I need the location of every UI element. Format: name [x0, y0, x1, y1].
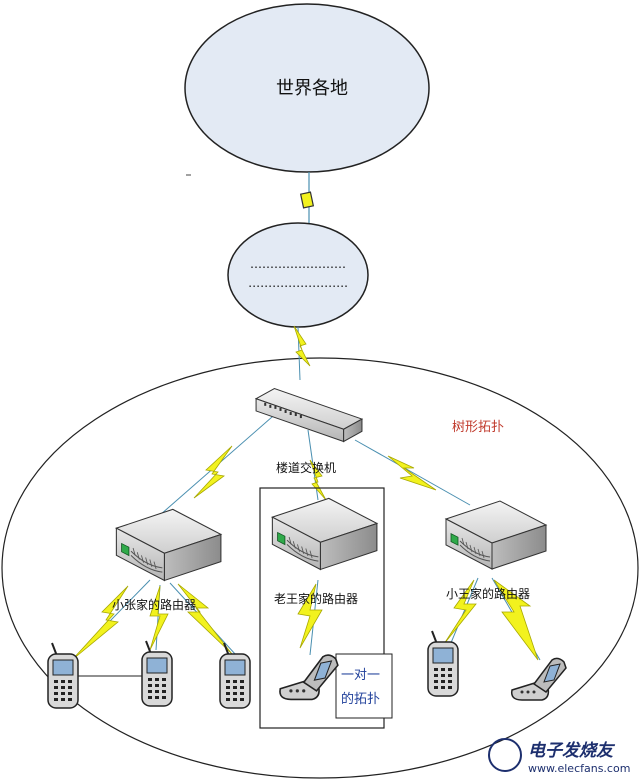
building-switch-label: 楼道交换机 [276, 461, 337, 475]
router-b-label: 老王家的路由器 [274, 592, 359, 606]
phone-icon [141, 640, 173, 707]
flip-phone-icon [510, 657, 567, 701]
phone-icon [47, 642, 79, 709]
watermark-url: www.elecfans.com [528, 762, 631, 775]
isp-line1: …………………… [250, 257, 346, 271]
router-icon [271, 497, 378, 570]
isp-node [227, 222, 369, 328]
world-label: 世界各地 [276, 78, 348, 99]
wireless-bolt [493, 579, 539, 661]
wireless-bolt [193, 445, 233, 499]
tree-topology-boundary [1, 357, 639, 779]
router-icon [115, 508, 222, 581]
watermark-brand: 电子发烧友 [528, 741, 613, 761]
wireless-bolt [387, 455, 437, 491]
router-a-label: 小张家的路由器 [112, 598, 197, 612]
one-to-one-label-line1: 一对一 [341, 668, 381, 683]
one-to-one-label-box [335, 653, 393, 719]
wireless-bolt [293, 325, 311, 367]
link-connector [299, 191, 315, 209]
switch-icon [255, 387, 363, 443]
router-icon [445, 500, 547, 570]
world-node [184, 3, 430, 173]
wireless-bolt [297, 583, 323, 649]
phone-icon [427, 630, 459, 697]
watermark: 电子发烧友 www.elecfans.com [488, 734, 638, 782]
isp-line2: ……………………. [248, 276, 348, 290]
phone-icon [219, 642, 251, 709]
flip-phone-icon [279, 654, 339, 701]
one-to-one-box [259, 487, 385, 729]
link-switch-router-c [354, 439, 471, 506]
topology-type-label: 树形拓扑 [452, 420, 505, 435]
watermark-logo-icon [488, 738, 522, 772]
one-to-one-label-line2: 的拓扑 [341, 692, 381, 707]
router-c-label: 小王家的路由器 [446, 587, 531, 601]
